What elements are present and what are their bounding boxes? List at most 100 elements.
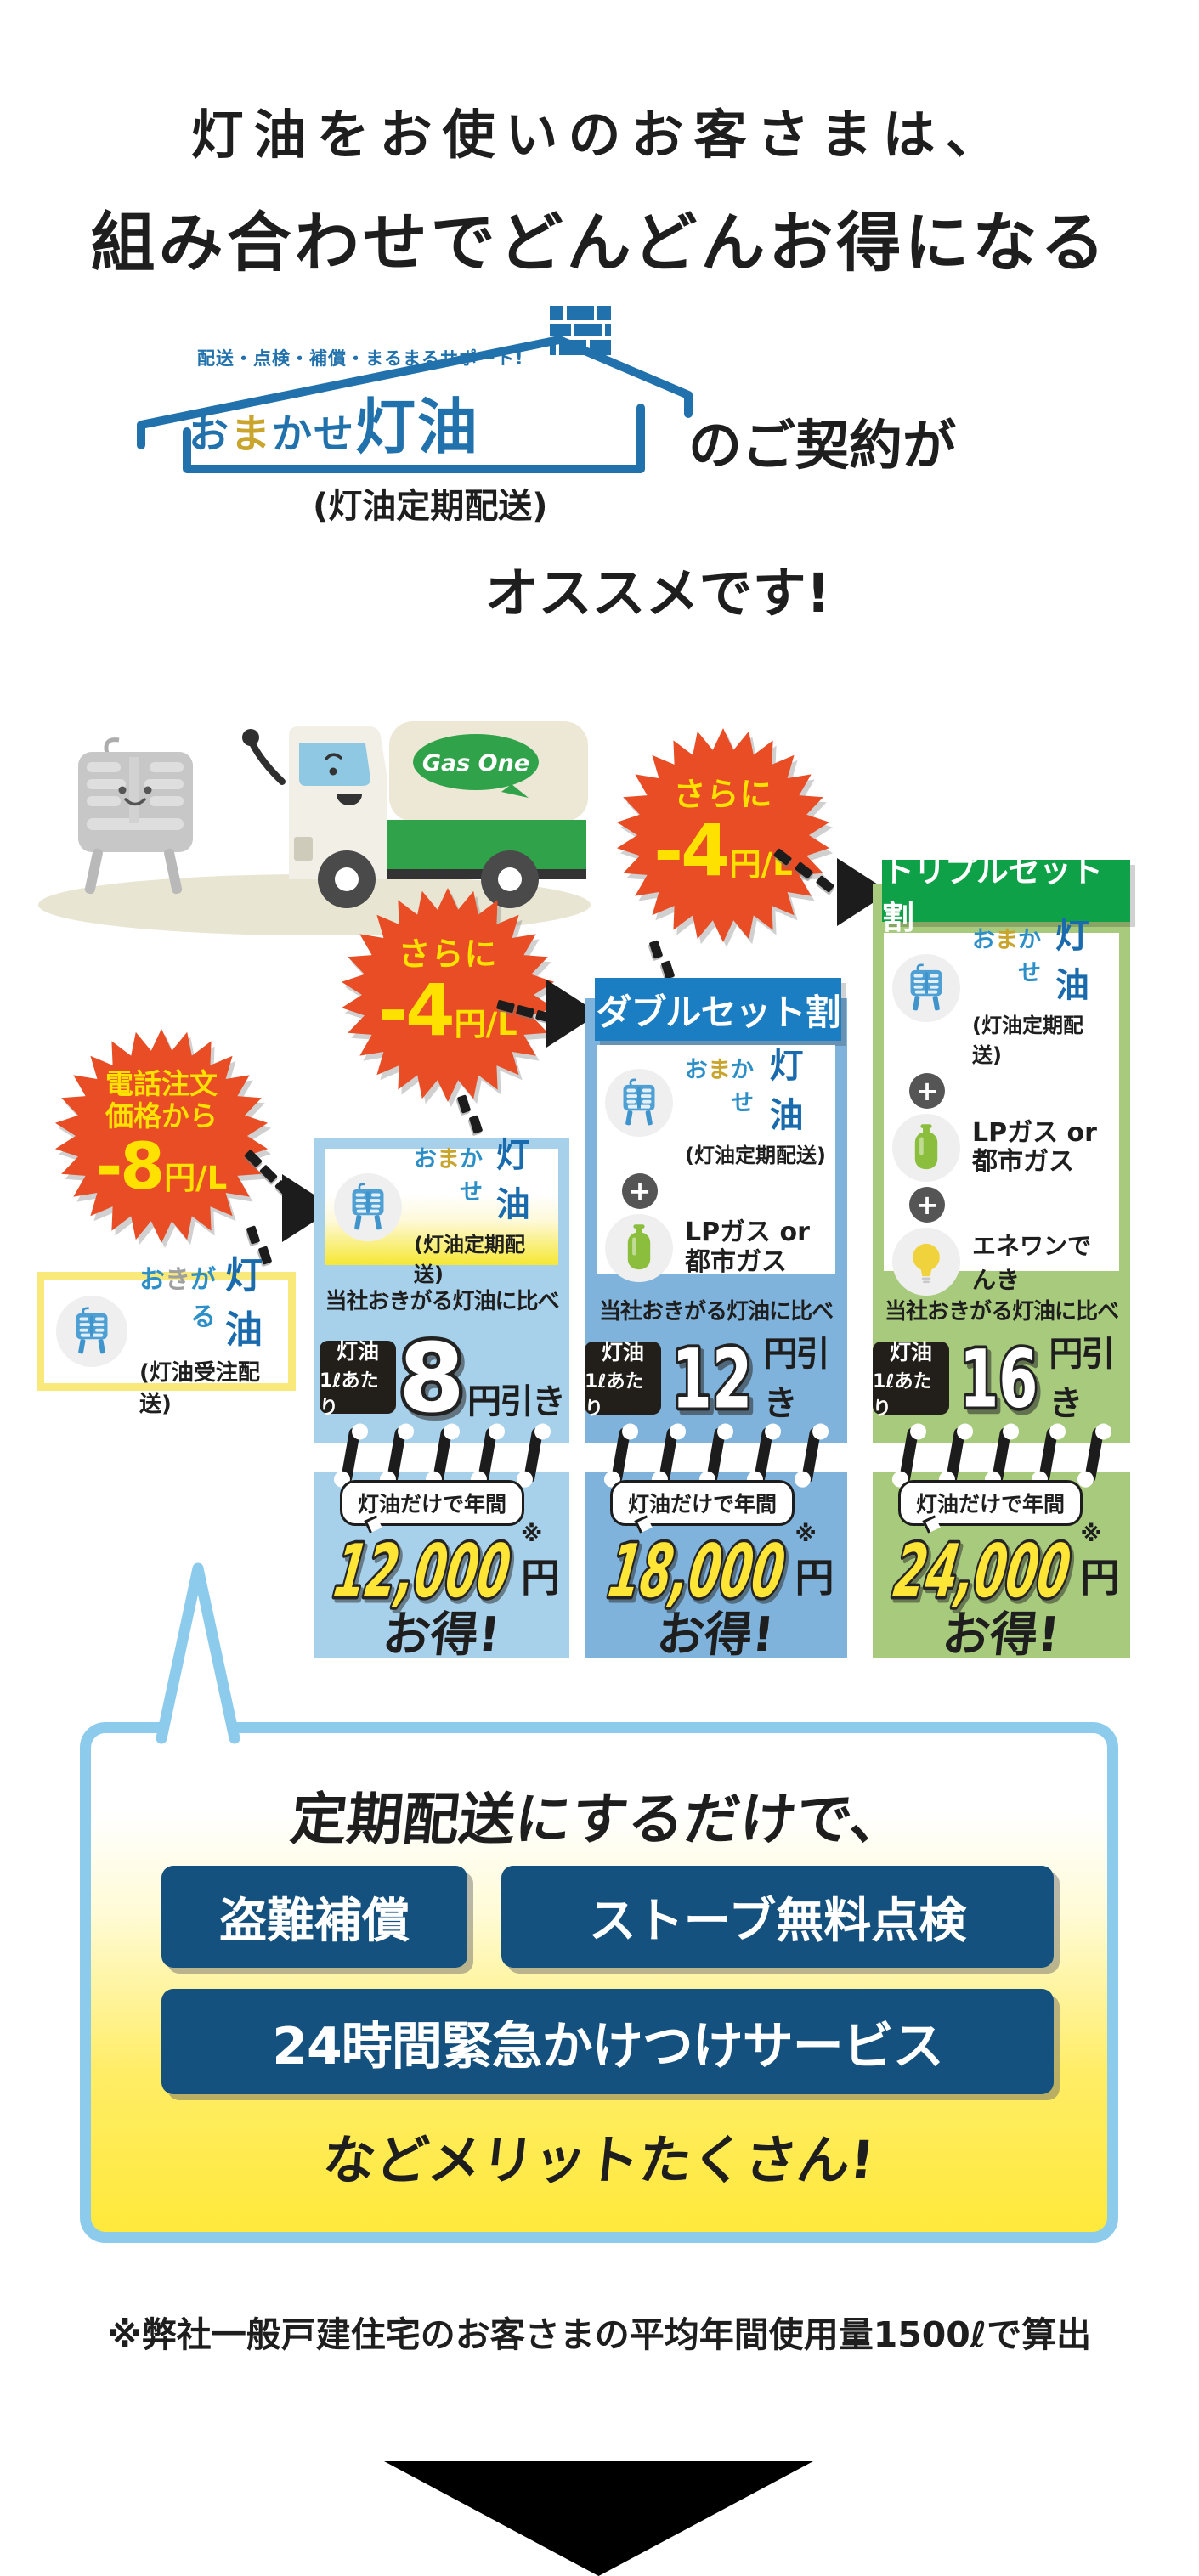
badge-label: さらに: [398, 935, 498, 974]
gas-option-line2: 都市ガス: [685, 1246, 787, 1277]
spiral-binding: [314, 1426, 569, 1487]
annual-saving: 18,000 ※ 円: [585, 1522, 847, 1611]
plus-icon: +: [622, 1172, 658, 1209]
compare-label: 当社おきがる灯油に比べ: [884, 1299, 1119, 1325]
badge-amount: -4: [378, 968, 455, 1052]
discount-unit: 円引き: [467, 1382, 566, 1421]
omakase-plan-name: おまかせ灯油: [685, 1038, 827, 1137]
stove-icon: [334, 1172, 402, 1241]
house-roof-icon: [137, 306, 693, 473]
triple-set-column: トリプルセット割 おまかせ灯油 (灯油定期配送) + LPガス or 都市ガス: [873, 852, 1130, 1663]
scroll-down-arrow-icon: [384, 2461, 813, 2576]
annual-label-bubble: 灯油だけで年間: [610, 1480, 795, 1526]
omakase-plan-name: おまかせ灯油: [972, 908, 1111, 1007]
annual-number: 18,000: [601, 1527, 793, 1611]
okigaru-plan-subtitle: (灯油受注配送): [139, 1360, 260, 1417]
asterisk-note: ※: [1080, 1522, 1102, 1547]
starburst-icon: [54, 1029, 269, 1243]
benefit-free-stove-inspection: ストーブ無料点検: [501, 1866, 1054, 1968]
plan-char: お: [685, 1056, 708, 1083]
stove-icon: [56, 1296, 127, 1367]
badge-amount: -8: [95, 1128, 165, 1205]
badge-label-line2: 価格から: [105, 1099, 218, 1133]
headline-line2: 組み合わせでどんどんお得になる: [90, 205, 1109, 280]
plan-char-gray: き: [165, 1265, 190, 1295]
yen-unit: 円: [795, 1555, 834, 1601]
stove-icon: [605, 1069, 673, 1137]
stove-and-truck-illustration: Gas One: [38, 721, 591, 935]
plan-char-accent: ま: [995, 927, 1018, 953]
svg-text:12,000: 12,000: [330, 1529, 516, 1611]
per-liter-discount: 灯油 1ℓあたり 12 円引き: [585, 1326, 847, 1430]
svg-text:8: 8: [399, 1326, 465, 1428]
triple-set-header: トリプルセット割: [882, 852, 1130, 936]
okigaru-plan-name: おきがる灯油: [139, 1245, 276, 1353]
omakase-column: おまかせ灯油 (灯油定期配送) 当社おきがる灯油に比べ 灯油 1ℓあたり 8 円…: [314, 1136, 569, 1663]
otoku-label: お得!: [380, 1607, 503, 1663]
discount-unit: 円引き: [1049, 1335, 1115, 1423]
plan-char: お: [414, 1145, 437, 1172]
extra-discount-badge-top: さらに -4 円/L: [616, 728, 830, 942]
headline-line1: 灯油をお使いのお客さまは、: [190, 104, 1009, 166]
yen-unit: 円: [1080, 1555, 1120, 1601]
plan-chars: かせ: [731, 1056, 754, 1116]
plan-char: お: [139, 1265, 165, 1295]
logo-brand-char-accent: ま: [230, 411, 272, 458]
logo-tagline: 配送・点検・補償・まるまるサポート!: [197, 348, 524, 369]
plan-char-accent: ま: [437, 1145, 460, 1172]
recommend-text: オススメです!: [484, 562, 831, 624]
double-set-header-label: ダブルセット割: [596, 991, 840, 1033]
svg-text:16: 16: [959, 1334, 1038, 1426]
plus-icon: +: [909, 1073, 945, 1109]
discount-number: 16: [956, 1330, 1041, 1429]
compare-label: 当社おきがる灯油に比べ: [325, 1289, 559, 1314]
yen-unit: 円: [521, 1555, 560, 1601]
per-liter-label: 灯油 1ℓあたり: [585, 1340, 661, 1420]
plan-main: 灯油: [224, 1254, 263, 1352]
benefit-theft-compensation: 盗難補償: [161, 1866, 467, 1968]
asterisk-note: ※: [521, 1522, 543, 1547]
annual-saving: 12,000 ※ 円: [314, 1522, 569, 1611]
annual-label-bubble: 灯油だけで年間: [340, 1480, 525, 1526]
gas-cylinder-icon: [605, 1213, 673, 1282]
logo-subtitle: (灯油定期配送): [313, 487, 548, 526]
benefits-title: 定期配送にするだけで、: [287, 1787, 910, 1852]
plan-main: 灯油: [769, 1046, 804, 1135]
per-liter-label-1: 灯油: [889, 1340, 932, 1364]
badge-unit: 円/L: [164, 1160, 228, 1197]
plan-main: 灯油: [495, 1135, 530, 1224]
plan-main: 灯油: [1055, 917, 1089, 1005]
gas-option-line1: LPガス or: [685, 1217, 810, 1247]
omakase-plan-name: おまかせ灯油: [414, 1127, 550, 1226]
gas-cylinder-icon: [892, 1114, 960, 1182]
omakase-plan-subtitle: (灯油定期配送): [685, 1143, 826, 1167]
discount-unit: 円引き: [763, 1335, 830, 1423]
per-liter-discount: 灯油 1ℓあたり 8 円引き: [314, 1326, 569, 1428]
discount-number: 8: [398, 1326, 466, 1428]
benefit-24h-emergency-service: 24時間緊急かけつけサービス: [161, 1989, 1054, 2094]
double-set-plans: おまかせ灯油 (灯油定期配送) + LPガス or 都市ガス: [597, 1045, 835, 1282]
plus-icon: +: [909, 1187, 945, 1223]
annual-label-bubble: 灯油だけで年間: [898, 1480, 1083, 1526]
per-liter-discount: 灯油 1ℓあたり 16 円引き: [873, 1326, 1130, 1430]
gas-option-line1: LPガス or: [972, 1117, 1097, 1148]
per-liter-label-1: 灯油: [601, 1340, 644, 1364]
badge-label-line1: 電話注文: [105, 1066, 218, 1100]
omakase-plan-card: おまかせ灯油 (灯油定期配送): [325, 1136, 558, 1286]
svg-text:24,000: 24,000: [889, 1529, 1075, 1611]
per-liter-label: 灯油 1ℓあたり: [873, 1340, 949, 1420]
contract-text: のご契約が: [688, 415, 956, 477]
logo-brand-chars: かせ: [272, 411, 355, 458]
annual-number: 24,000: [886, 1527, 1078, 1611]
badge-unit: 円/L: [454, 1005, 517, 1042]
lightbulb-icon: [892, 1228, 960, 1296]
annual-number: 12,000: [326, 1527, 518, 1611]
per-liter-label-2: 1ℓあたり: [873, 1371, 932, 1420]
plan-chars: かせ: [460, 1145, 483, 1206]
double-set-column: ダブルセット割 おまかせ灯油 (灯油定期配送) + LPガス or 都市ガス: [585, 978, 847, 1663]
discount-number: 12: [668, 1328, 755, 1429]
plan-char: お: [972, 927, 995, 953]
per-liter-label: 灯油 1ℓあたり: [320, 1339, 396, 1419]
starburst-icon: [341, 888, 555, 1102]
